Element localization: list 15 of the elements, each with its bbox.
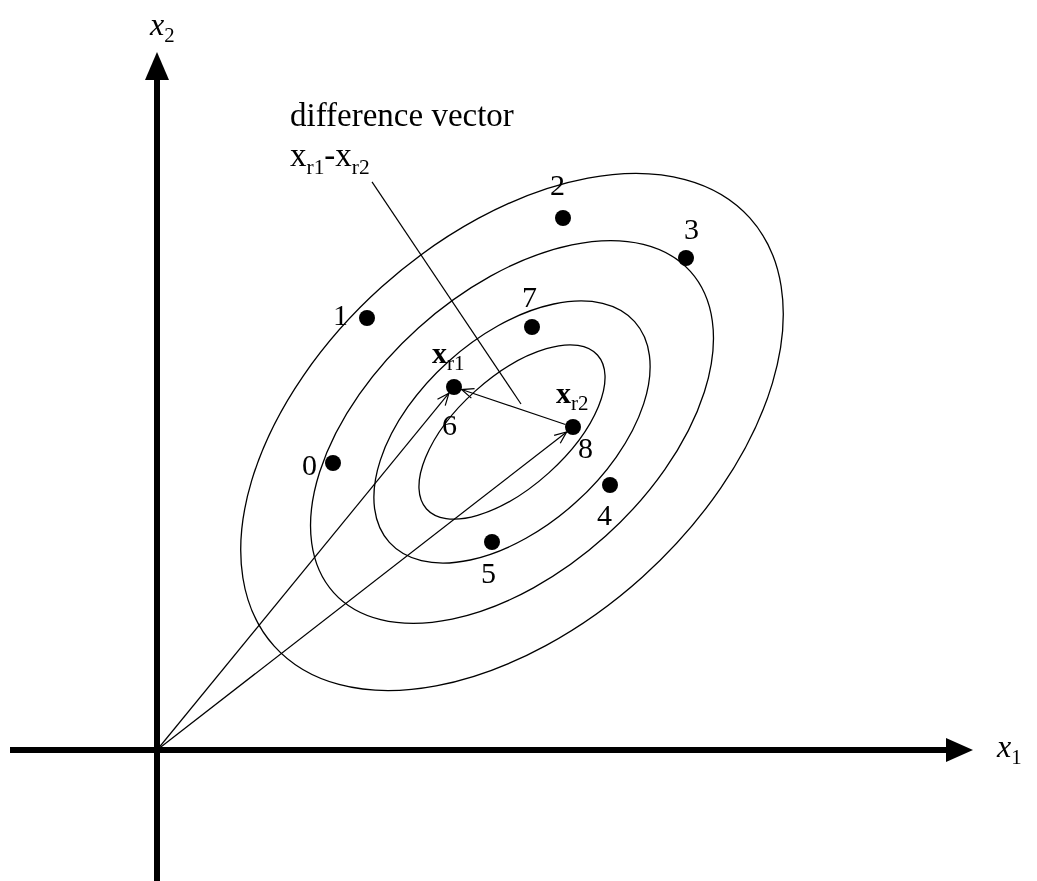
callout-text: difference vector x$_{r1}$-x$_{r2}$ xyxy=(290,96,530,180)
arrow xyxy=(460,388,566,426)
point-label: 4 xyxy=(597,500,612,530)
axis-label: x$_{2}$ xyxy=(150,8,175,47)
axis-label: x$_{1}$ xyxy=(997,730,1022,769)
point-label: x$_{r2}$ xyxy=(556,378,589,414)
leader-line xyxy=(371,181,522,405)
point-label: 8 xyxy=(578,433,593,463)
point-label: 0 xyxy=(302,450,317,480)
point-label: x$_{r1}$ xyxy=(432,338,465,374)
point-label: 6 xyxy=(442,410,457,440)
point-label: 7 xyxy=(522,282,537,312)
point-label: 5 xyxy=(481,558,496,588)
point-label: 1 xyxy=(333,300,348,330)
point-label: 3 xyxy=(684,214,699,244)
